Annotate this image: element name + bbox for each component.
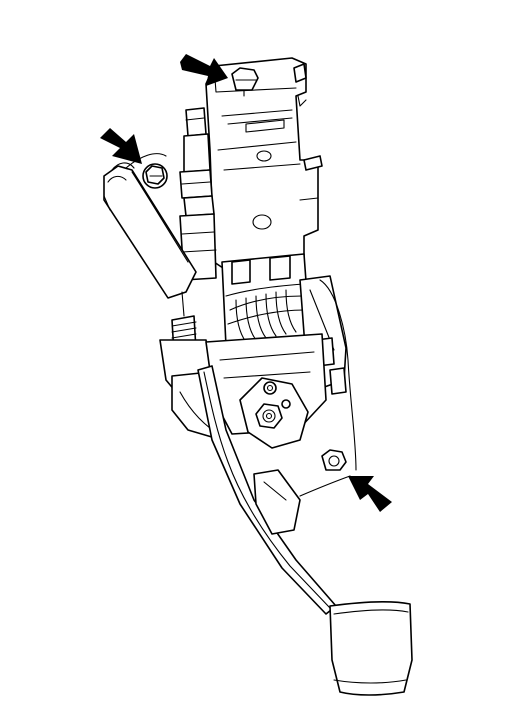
center-linkage (221, 253, 311, 347)
top-nut (231, 67, 259, 97)
upper-tab (293, 63, 307, 83)
pivot-assembly (239, 377, 309, 449)
arrow-icon (348, 476, 392, 512)
arrow-icon (100, 128, 142, 164)
mounting-bracket (205, 57, 323, 271)
lower-nut (321, 449, 347, 471)
pedal-pad (329, 601, 413, 696)
arrow-icon (180, 54, 228, 86)
switch-arm (103, 153, 197, 299)
left-nut (142, 163, 168, 189)
